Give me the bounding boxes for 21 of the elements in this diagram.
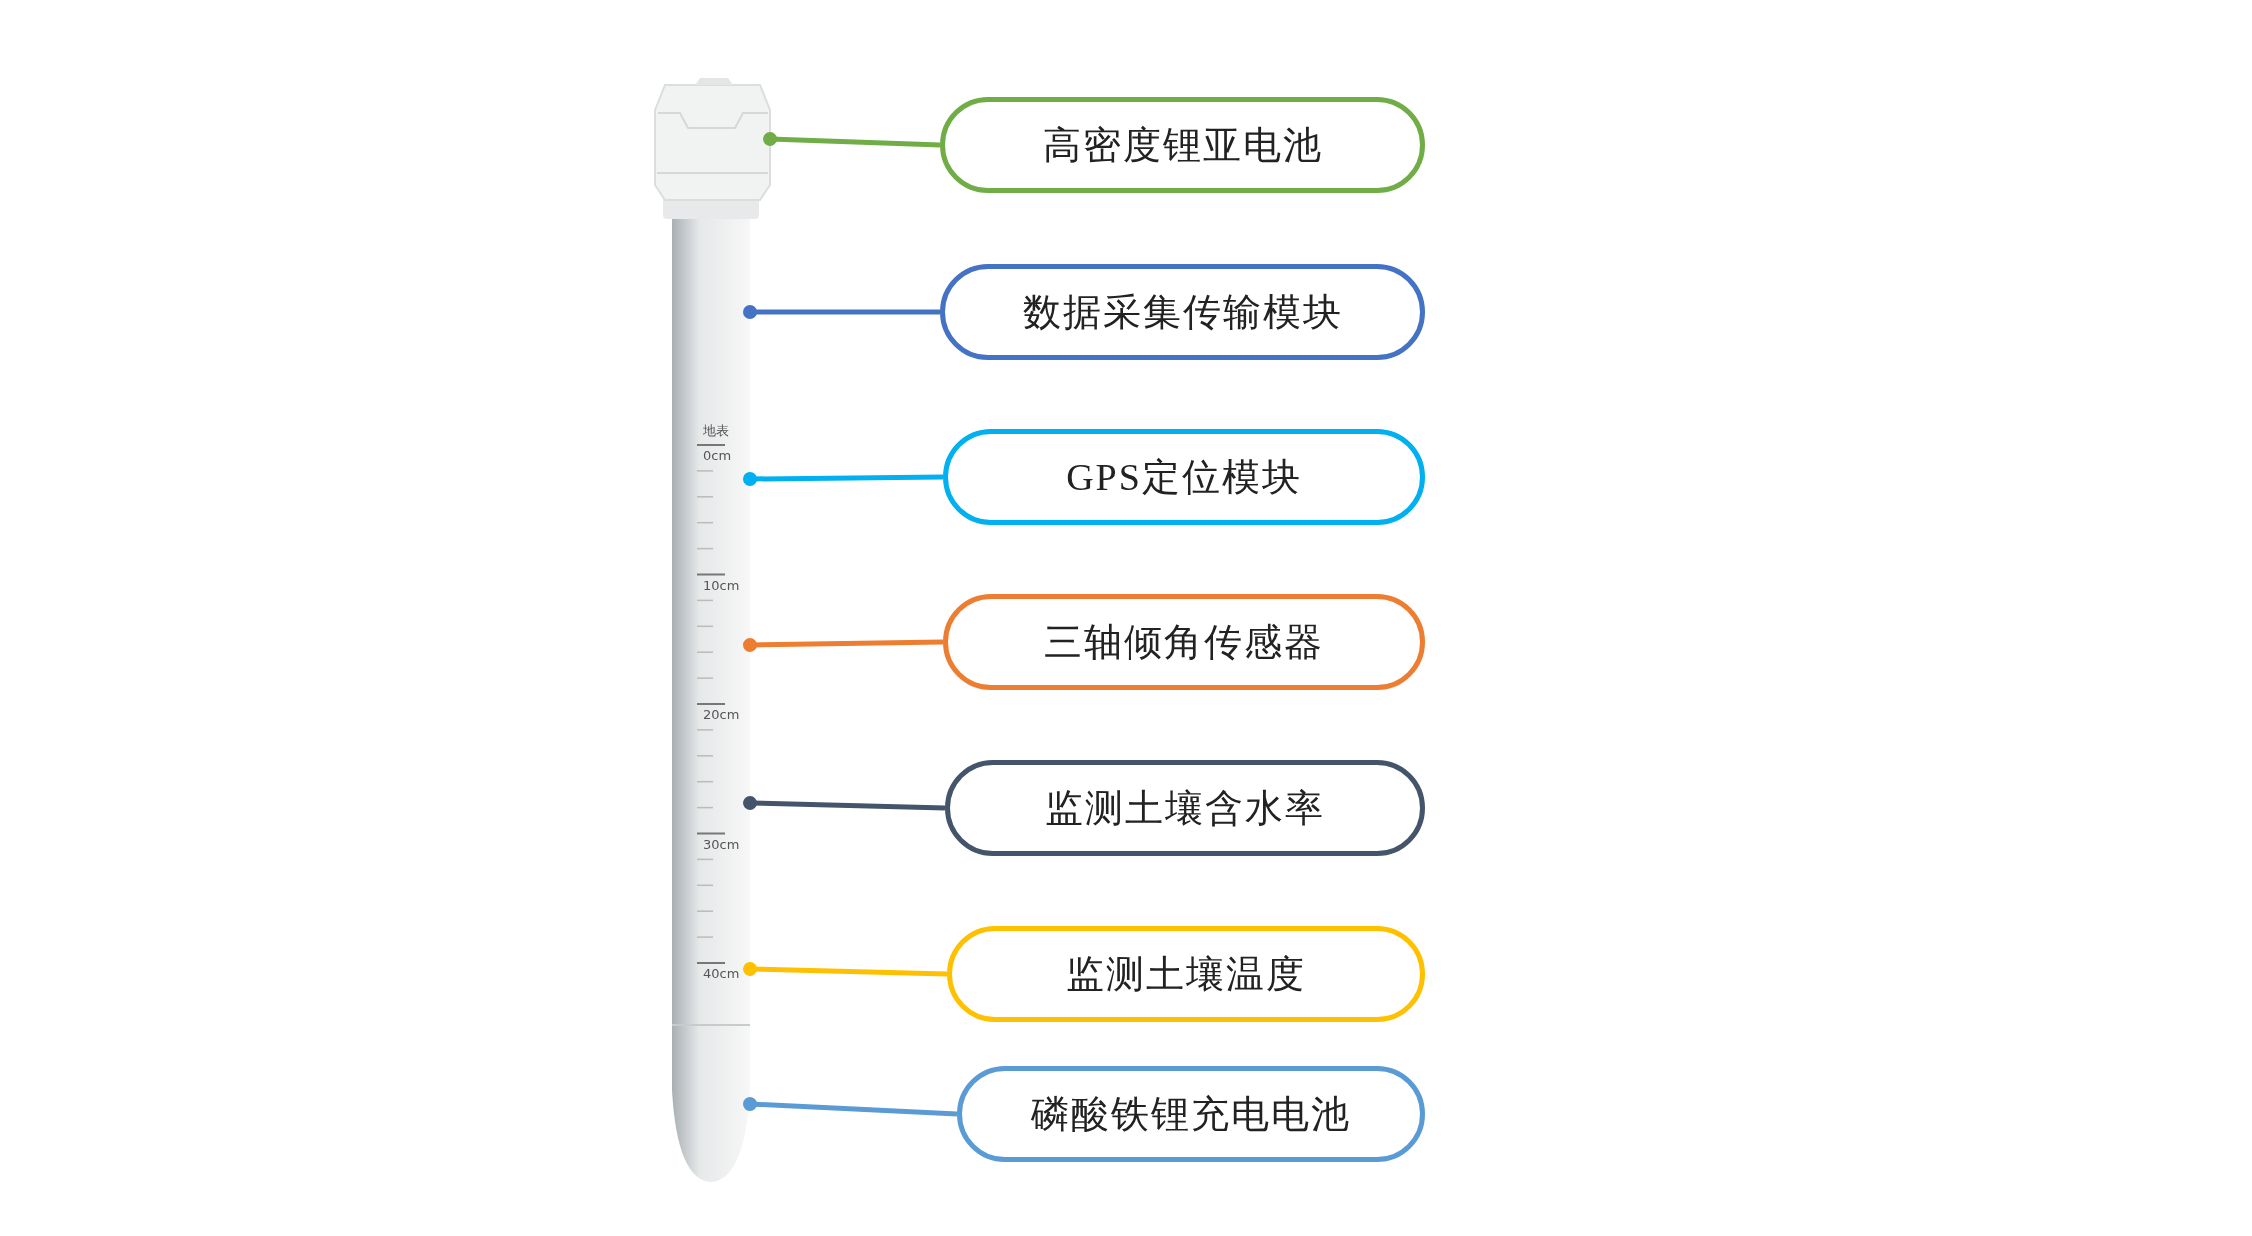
callout-text: 磷酸铁锂充电电池 xyxy=(1031,1091,1351,1137)
scale-label: 30cm xyxy=(703,836,740,852)
callout-text: 三轴倾角传感器 xyxy=(1044,619,1324,665)
scale-label: 10cm xyxy=(703,577,740,593)
leader-line xyxy=(743,1097,958,1117)
callout-text: 高密度锂亚电池 xyxy=(1042,122,1323,168)
callout-text: 监测土壤温度 xyxy=(1066,951,1306,997)
leader-line xyxy=(743,638,944,652)
leader-line xyxy=(743,962,948,977)
leader-line xyxy=(743,305,940,319)
callout-text: GPS定位模块 xyxy=(1066,454,1302,500)
leader-line xyxy=(743,472,944,486)
scale-label: 0cm xyxy=(703,448,732,463)
callout-text: 数据采集传输模块 xyxy=(1022,289,1343,335)
probe-drawing xyxy=(654,78,771,1182)
scale-label: 40cm xyxy=(703,966,740,981)
scale-label: 地表 xyxy=(703,422,729,440)
leader-line xyxy=(743,796,946,811)
callout-text: 监测土壤含水率 xyxy=(1045,785,1325,831)
scale-label: 20cm xyxy=(703,707,740,722)
leader-line xyxy=(763,132,941,148)
